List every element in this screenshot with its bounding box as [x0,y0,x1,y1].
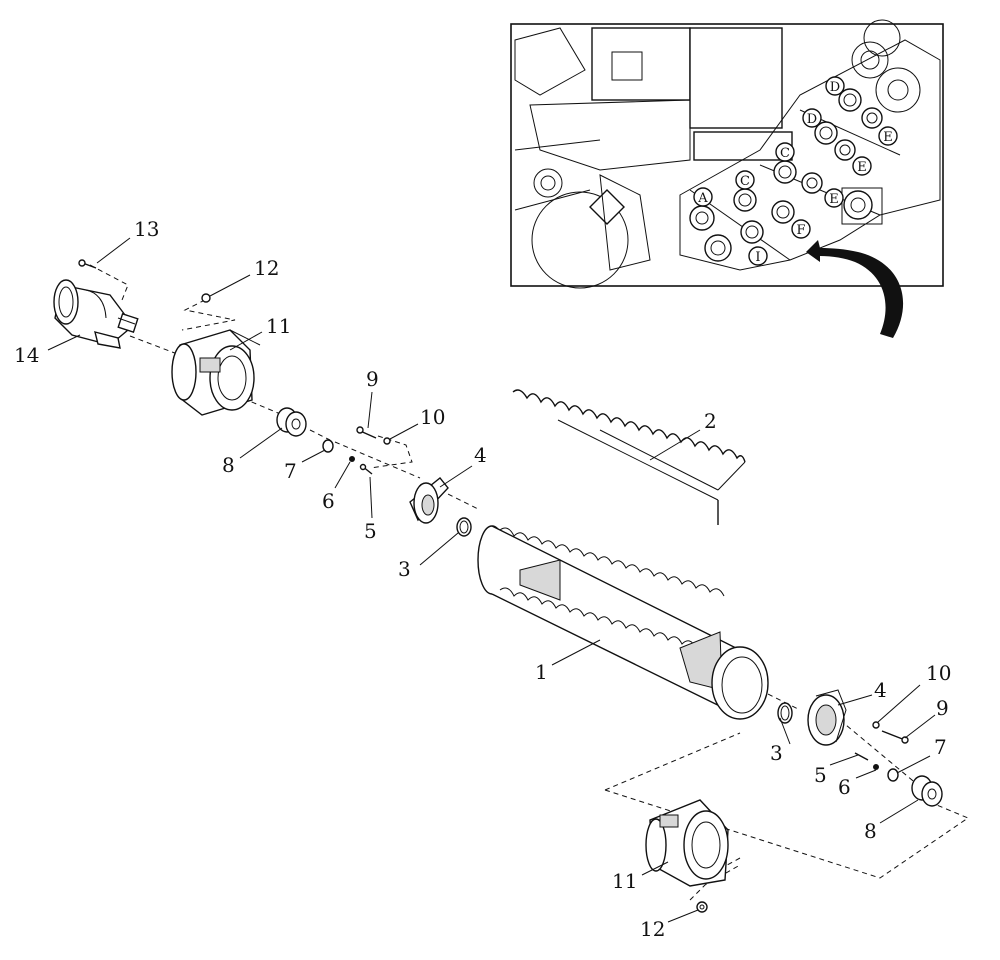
callout-6: 6 [322,489,335,513]
part-5-screw [359,463,373,475]
part-9-bolt [356,426,377,439]
part-2-serrated-strip [512,389,746,525]
callout-1: 1 [535,660,548,684]
part-4-flange [409,477,449,524]
callout-7: 7 [284,459,297,483]
inset-letter-labels: A C C D D E E E F I [693,76,898,266]
inset-machine-body [514,19,941,289]
part-6-pin [349,456,355,462]
callout-10: 10 [420,405,445,429]
callout-9: 9 [936,696,949,720]
locator-arrow [806,240,904,338]
callout-9: 9 [366,367,379,391]
part-6-pin [873,764,879,770]
inset-label-i: I [755,250,760,265]
part-3-ring [777,702,793,724]
inset-label-e: E [829,192,839,207]
part-5-screw [854,752,869,761]
callout-5: 5 [364,519,377,543]
callout-5: 5 [814,763,827,787]
callout-12: 12 [640,917,665,941]
part-4-flange [807,689,847,746]
part-9-bolt [881,730,909,744]
callout-8: 8 [222,453,235,477]
part-11-housing [171,329,261,416]
inset-label-f: F [796,223,805,238]
locator-inset: A C C D D E E E F I [510,19,944,289]
inset-label-d: D [807,112,817,127]
callout-7: 7 [934,735,947,759]
part-8-sprocket [911,775,943,807]
inset-label-e: E [883,130,893,145]
callout-14: 14 [14,343,39,367]
part-13-bolt [78,259,97,269]
part-7-washer [887,768,899,782]
callout-12: 12 [254,256,279,280]
part-3-ring [456,517,472,537]
leader-lines [47,237,936,923]
callout-10: 10 [926,661,951,685]
callout-4: 4 [874,678,887,702]
callout-8: 8 [864,819,877,843]
callout-13: 13 [134,217,159,241]
part-12-nut [696,901,708,913]
assembly-axis [89,264,970,901]
part-7-washer [322,439,334,453]
part-10-washer [383,437,391,445]
inset-label-c: C [780,146,790,161]
part-1-drum [477,525,769,720]
part-14-motor [53,279,139,349]
callout-11: 11 [266,314,291,338]
callout-6: 6 [838,775,851,799]
inset-label-e: E [857,160,867,175]
inset-label-a: A [697,191,708,206]
part-8-sprocket [276,407,307,437]
inset-label-c: C [740,174,750,189]
callout-numbers: 13 12 14 11 9 10 8 7 6 5 4 3 2 1 4 10 9 … [14,217,951,941]
part-11-housing [645,799,729,887]
inset-label-d: D [830,80,840,95]
callout-3: 3 [770,741,783,765]
callout-11: 11 [612,869,637,893]
part-10-washer [872,721,880,729]
callout-3: 3 [398,557,411,581]
callout-2: 2 [704,409,717,433]
callout-4: 4 [474,443,487,467]
part-12-nut [201,293,211,303]
